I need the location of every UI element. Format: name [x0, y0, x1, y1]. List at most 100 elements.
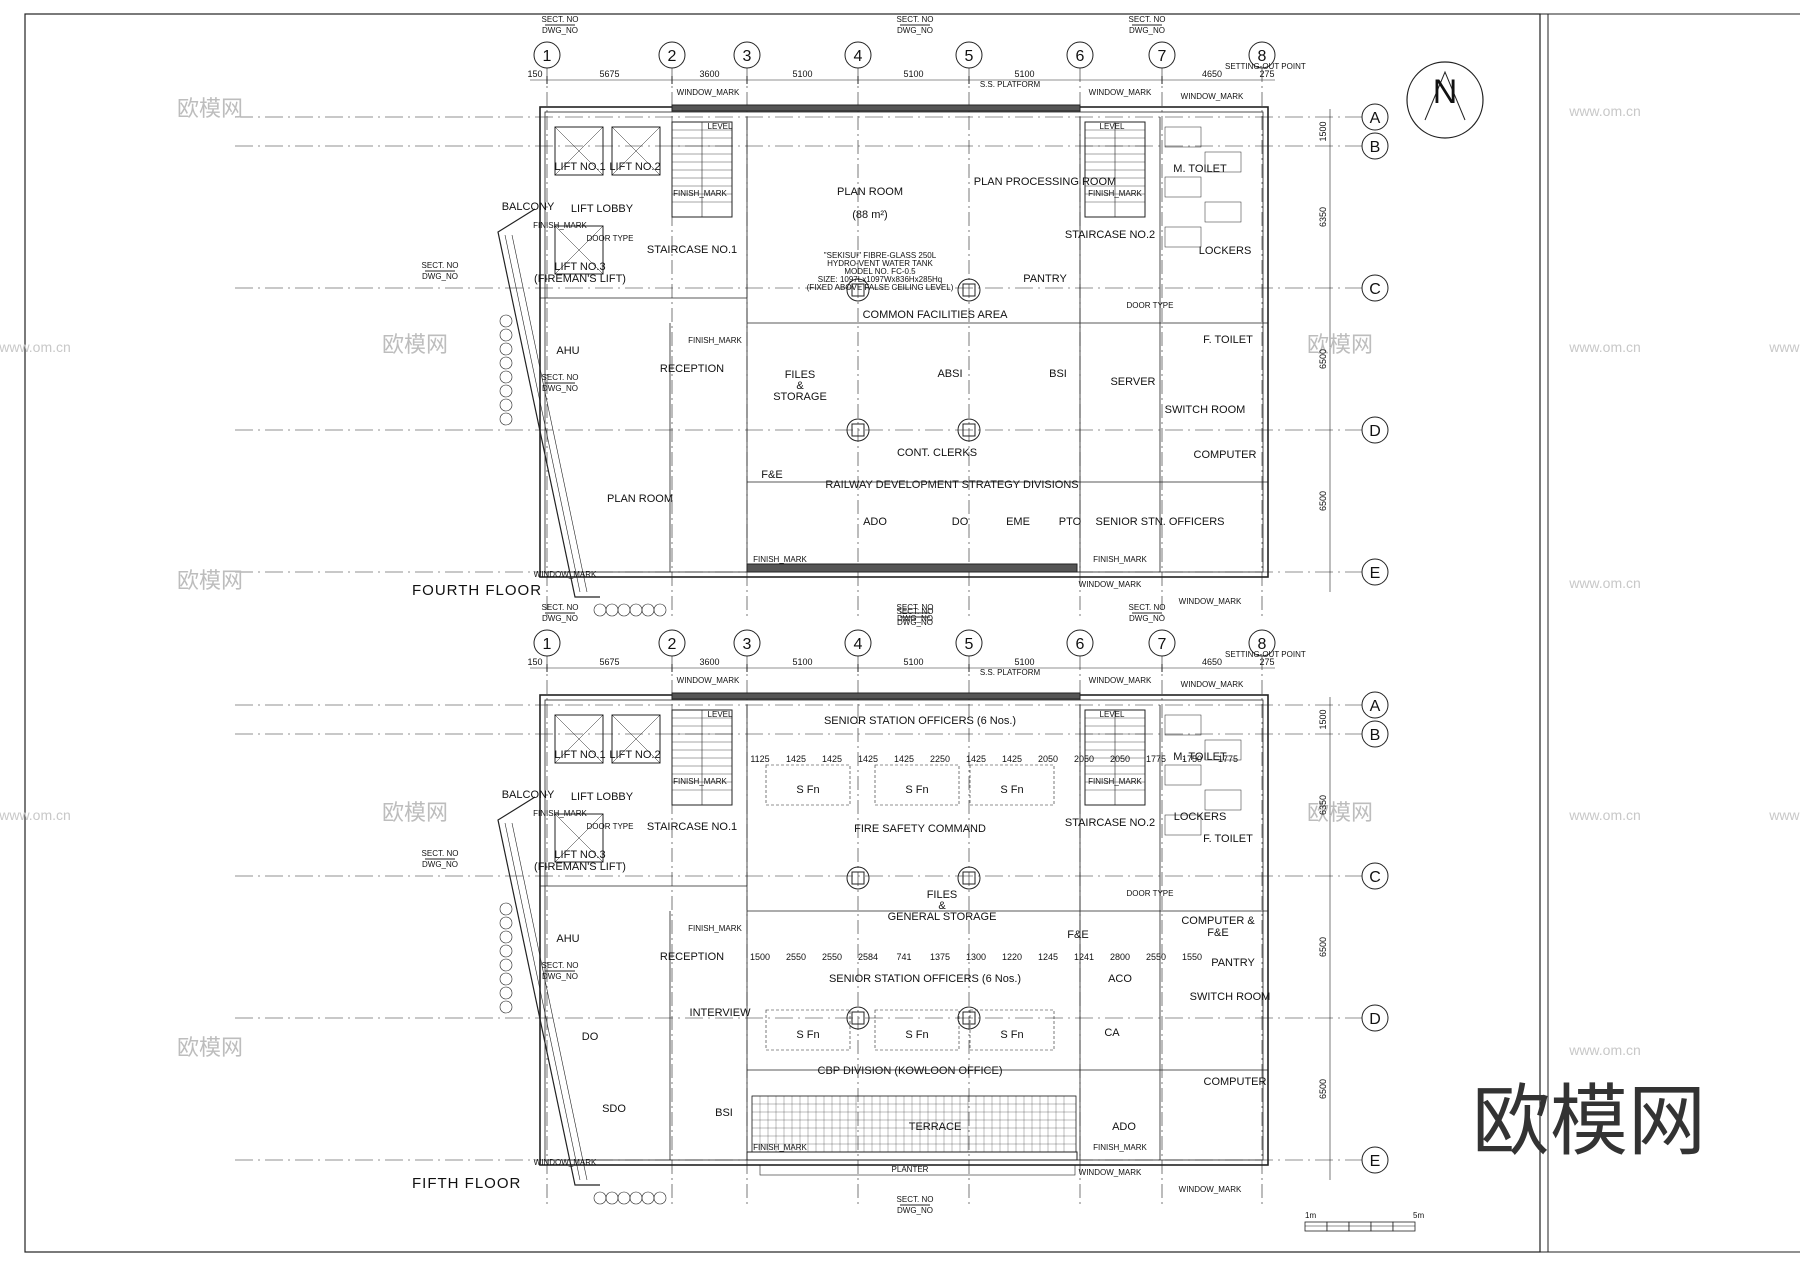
level-label: LEVEL: [1100, 710, 1125, 719]
building-outline: [539, 106, 1269, 578]
watermark-text: 欧模网: [382, 333, 448, 358]
section-marker-label: SECT. NO: [897, 15, 934, 24]
room-label: ABSI: [937, 368, 962, 380]
dimension-label: 3600: [699, 69, 719, 79]
room-label: COMPUTER &: [1181, 915, 1255, 927]
column-core: [851, 423, 865, 437]
dimension-label: 5100: [792, 657, 812, 667]
column-grid-label: 2: [668, 636, 677, 653]
planting-shrub: [499, 944, 513, 958]
tank-note: SIZE: 1097Lx1097Wx836Hx285Hq: [818, 275, 943, 284]
column-grid-label: 5: [965, 48, 974, 65]
planting-shrub: [593, 603, 607, 617]
watermark-text: 欧模网: [177, 97, 243, 122]
room-label: RECEPTION: [660, 363, 724, 375]
dimension-label: 1425: [822, 754, 842, 764]
room-label: LIFT NO.3: [554, 849, 605, 861]
workstation-box: [874, 764, 960, 806]
room-label: COMMON FACILITIES AREA: [863, 309, 1009, 321]
tank-note: MODEL NO. FC-0.5: [844, 267, 916, 276]
level-label: LEVEL: [708, 710, 733, 719]
planting-shrub: [593, 1191, 607, 1205]
dimension-label: 2550: [822, 952, 842, 962]
column-grid-label: 4: [854, 48, 863, 65]
workstation-box: [874, 1009, 960, 1051]
finish-mark-label: FINISH_MARK: [1093, 555, 1147, 564]
workstation-box: [969, 1009, 1055, 1051]
planting-shrub: [499, 930, 513, 944]
room-label: PLAN ROOM: [607, 493, 673, 505]
room-label: ACO: [1108, 973, 1132, 985]
dimension-label: 5100: [1014, 69, 1034, 79]
planting-shrub: [499, 972, 513, 986]
room-label: RAILWAY DEVELOPMENT STRATEGY DIVISIONS: [825, 479, 1078, 491]
toilet-cubicle: [1164, 764, 1202, 786]
section-marker-sub: DWG_NO: [897, 26, 933, 35]
section-marker-sub: DWG_NO: [1129, 26, 1165, 35]
scale-bar-segment: [1392, 1221, 1416, 1232]
planting-shrub: [499, 398, 513, 412]
dimension-label: 4650: [1202, 69, 1222, 79]
window-mark-label: WINDOW_MARK: [1079, 580, 1142, 589]
room-label: STORAGE: [773, 391, 827, 403]
column-grid-label: 8: [1258, 636, 1267, 653]
window-mark-label: WINDOW_MARK: [677, 88, 740, 97]
column-grid-label: 3: [743, 48, 752, 65]
finish-mark-label: FINISH_MARK: [673, 189, 727, 198]
room-label: STAIRCASE NO.2: [1065, 817, 1155, 829]
row-grid-label: D: [1369, 423, 1381, 440]
planting-shrub: [499, 1000, 513, 1014]
lift-shaft: [611, 126, 661, 176]
north-arrow-pointer: [1424, 70, 1466, 121]
dimension-label: 2050: [1038, 754, 1058, 764]
column-core: [851, 1011, 865, 1025]
dimension-label: 6500: [1318, 491, 1328, 511]
window-mark-label: WINDOW_MARK: [1181, 680, 1244, 689]
room-label: DO: [582, 1031, 599, 1043]
tank-note: "SEKISUI" FIBRE-GLASS 250L: [824, 251, 937, 260]
scale-bar-segment: [1326, 1221, 1350, 1232]
dimension-label: 741: [896, 952, 911, 962]
lift-shaft: [554, 714, 604, 764]
window-mark-label: WINDOW_MARK: [677, 676, 740, 685]
lift-shaft: [554, 813, 604, 863]
dimension-label: 1500: [1318, 121, 1328, 141]
structural-column: [957, 418, 981, 442]
dimension-label: 6500: [1318, 349, 1328, 369]
room-label: SENIOR STATION OFFICERS (6 Nos.): [829, 973, 1021, 985]
facade-window-line: [504, 822, 581, 1181]
dimension-label: 2584: [858, 952, 878, 962]
room-label: COMPUTER: [1204, 1076, 1267, 1088]
column-grid-label: 1: [543, 636, 552, 653]
room-label: SDO: [602, 1103, 626, 1115]
dimension-label: 1220: [1002, 952, 1022, 962]
watermark-url: www.om.cn: [1568, 807, 1641, 823]
toilet-cubicle: [1164, 176, 1202, 198]
room-label: PANTRY: [1211, 957, 1255, 969]
setting-out-label: SETTING-OUT POINT: [1225, 650, 1306, 659]
room-label: S Fn: [796, 784, 819, 796]
room-label: INTERVIEW: [690, 1007, 752, 1019]
row-grid-label: C: [1369, 281, 1381, 298]
dimension-label: 4650: [1202, 657, 1222, 667]
room-label: BALCONY: [502, 789, 555, 801]
facade-window-line: [511, 234, 588, 593]
planting-shrub: [499, 902, 513, 916]
room-label: COMPUTER: [1194, 449, 1257, 461]
room-label: AHU: [556, 345, 579, 357]
dimension-label: 1241: [1074, 952, 1094, 962]
planting-shrub: [499, 342, 513, 356]
dimension-label: 6350: [1318, 795, 1328, 815]
room-label: LIFT LOBBY: [571, 791, 634, 803]
room-label: FILES: [785, 369, 816, 381]
room-label: SWITCH ROOM: [1190, 991, 1271, 1003]
room-label: ADO: [863, 516, 887, 528]
room-label: STAIRCASE NO.1: [647, 821, 737, 833]
scale-start-label: 1m: [1305, 1211, 1316, 1220]
watermark-text: 欧模网: [177, 1036, 243, 1061]
section-marker-label: SECT. NO: [542, 15, 579, 24]
column-core: [851, 871, 865, 885]
watermark-text: 欧模网: [1307, 333, 1373, 358]
structural-column: [846, 866, 870, 890]
slanted-facade: [497, 796, 600, 1186]
